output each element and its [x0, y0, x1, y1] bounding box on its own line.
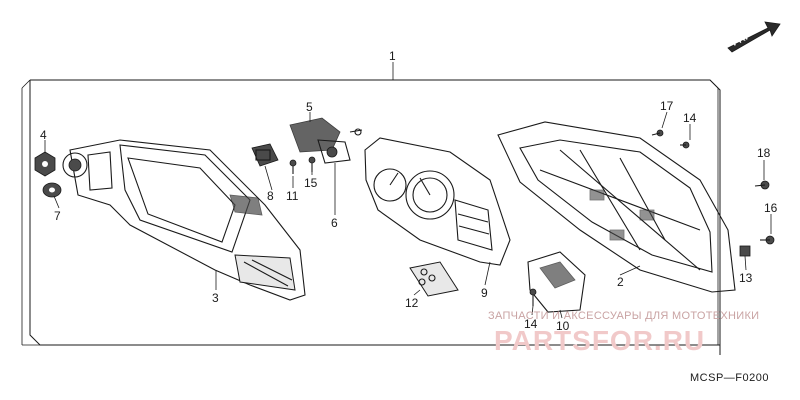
- callout-14-bottom: 14: [524, 317, 538, 331]
- callout-5: 5: [306, 100, 313, 114]
- meter-case-part: [62, 139, 306, 301]
- leader-lines: [44, 62, 772, 319]
- fastener-part: [529, 129, 775, 306]
- callout-6: 6: [331, 216, 338, 230]
- bracket-part: [289, 117, 363, 164]
- callout-4: 4: [40, 128, 47, 142]
- callout-labels: 1 2 3 4 5 6 7 8 9 10 11 12 13 14 14 15 1…: [40, 49, 778, 333]
- watermark: ЗАПЧАСТИ И АКСЕССУАРЫ ДЛЯ МОТОТЕХНИКИ PA…: [488, 310, 759, 356]
- rear-case-part: [497, 121, 736, 293]
- callout-8: 8: [267, 189, 274, 203]
- callout-1: 1: [389, 49, 396, 63]
- grommet-part: [42, 182, 62, 198]
- watermark-tagline: ЗАПЧАСТИ И АКСЕССУАРЫ ДЛЯ МОТОТЕХНИКИ: [488, 310, 759, 322]
- plate-part: [409, 261, 459, 297]
- callout-7: 7: [54, 209, 61, 223]
- socket-part: [251, 143, 279, 167]
- callout-2: 2: [617, 275, 624, 289]
- callout-11: 11: [286, 189, 299, 203]
- callout-10: 10: [556, 319, 570, 333]
- direction-label: FR.: [730, 31, 750, 48]
- callout-12: 12: [405, 296, 419, 310]
- callout-3: 3: [212, 291, 219, 305]
- callout-13: 13: [739, 271, 753, 285]
- callout-16: 16: [764, 201, 778, 215]
- front-direction-arrow: FR.: [727, 21, 781, 53]
- callout-9: 9: [481, 286, 488, 300]
- drawing-code: MCSP—F0200: [690, 372, 769, 384]
- callout-17: 17: [660, 99, 674, 113]
- callout-15: 15: [304, 176, 318, 190]
- watermark-brand: PARTSFOR.RU: [494, 325, 705, 356]
- lower-bracket-part: [527, 251, 586, 313]
- knob-part: [34, 151, 56, 177]
- callout-14-top: 14: [683, 111, 697, 125]
- callout-18: 18: [757, 146, 771, 160]
- meter-panel-part: [364, 137, 511, 266]
- assembly-frame: [21, 79, 721, 355]
- screw-part: [289, 156, 316, 174]
